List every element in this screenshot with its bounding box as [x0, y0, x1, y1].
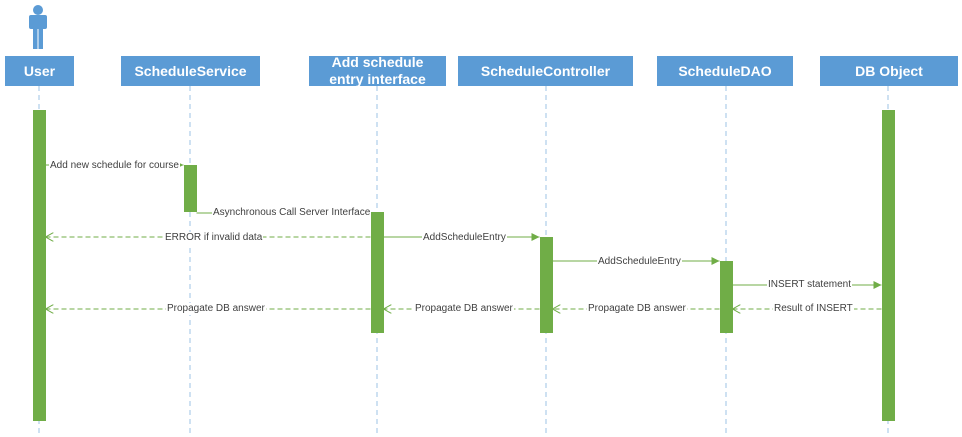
message-label: AddScheduleEntry [422, 232, 507, 244]
activation-bar-schedule-controller [540, 237, 553, 333]
lifeline-header-add-entry-interface: Add schedule entry interface [309, 54, 446, 87]
activation-bar-schedule-dao [720, 261, 733, 333]
activation-bar-add-entry-interface [371, 212, 384, 333]
message-label: ERROR if invalid data [164, 232, 264, 244]
message-label: AddScheduleEntry [597, 256, 682, 268]
message-label: Propagate DB answer [414, 303, 514, 315]
message-label: Asynchronous Call Server Interface [212, 207, 372, 219]
message-label: Propagate DB answer [587, 303, 687, 315]
lifeline-header-schedule-dao: ScheduleDAO [657, 56, 793, 86]
activation-bar-schedule-service [184, 165, 197, 212]
activation-bar-db-object [882, 110, 895, 421]
lifeline-header-schedule-controller: ScheduleController [458, 56, 633, 86]
lifeline-header-user: User [5, 56, 74, 86]
message-label: Add new schedule for course [49, 160, 180, 172]
lifeline-header-db-object: DB Object [820, 56, 958, 86]
activation-bars [33, 110, 895, 421]
lifeline-lines [38, 86, 889, 434]
activation-bar-user [33, 110, 46, 421]
person-icon [29, 5, 47, 49]
message-label: Result of INSERT [773, 303, 854, 315]
message-label: INSERT statement [767, 279, 852, 291]
lifeline-header-schedule-service: ScheduleService [121, 56, 260, 86]
message-label: Propagate DB answer [166, 303, 266, 315]
